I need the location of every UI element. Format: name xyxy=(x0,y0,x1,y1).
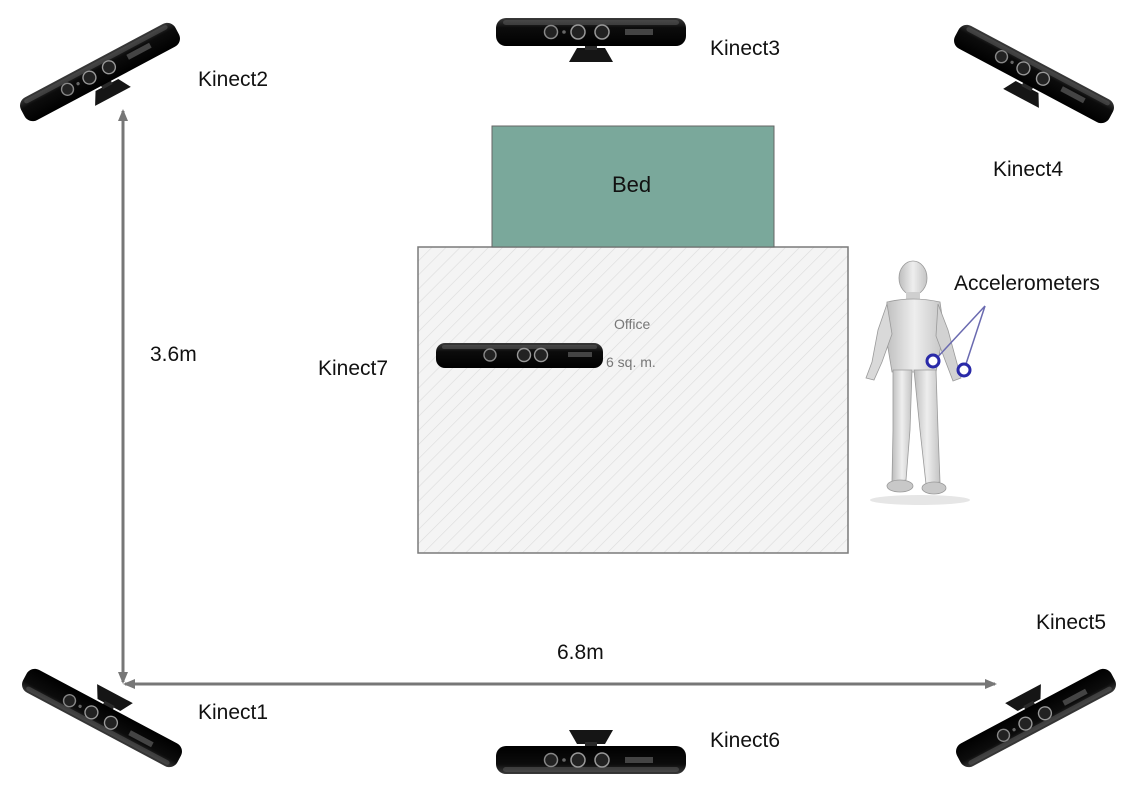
kinect4-label: Kinect4 xyxy=(993,158,1064,181)
height-dimension-label: 3.6m xyxy=(150,343,197,366)
bed-shape xyxy=(491,125,775,248)
kinect-sensor-icon-4 xyxy=(943,20,1118,141)
office-label: Office xyxy=(614,316,651,332)
kinect7-label: Kinect7 xyxy=(318,357,389,380)
kinect-sensor-icon-5 xyxy=(945,651,1120,772)
accelerometer-sensor-1 xyxy=(925,353,941,369)
kinect-sensor-icon-6 xyxy=(495,729,687,775)
kinect1-label: Kinect1 xyxy=(198,701,269,724)
office-area xyxy=(417,246,849,554)
kinect6-label: Kinect6 xyxy=(710,729,781,752)
kinect-sensor-icon-3 xyxy=(495,17,687,63)
width-dimension-label: 6.8m xyxy=(557,641,604,664)
kinect-sensor-icon-1 xyxy=(18,651,193,772)
accelerometers-label: Accelerometers xyxy=(954,272,1100,295)
person-figure xyxy=(856,258,990,510)
office-area-label: 6 sq. m. xyxy=(606,354,656,370)
kinect-sensor-icon-7 xyxy=(436,343,603,368)
kinect2-label: Kinect2 xyxy=(198,68,269,91)
accelerometer-markers xyxy=(925,305,986,378)
accelerometer-sensor-2 xyxy=(956,362,972,378)
kinect3-label: Kinect3 xyxy=(710,37,781,60)
kinect5-label: Kinect5 xyxy=(1036,611,1107,634)
bed-label: Bed xyxy=(612,172,652,197)
kinect-sensor-icon-2 xyxy=(16,18,191,139)
